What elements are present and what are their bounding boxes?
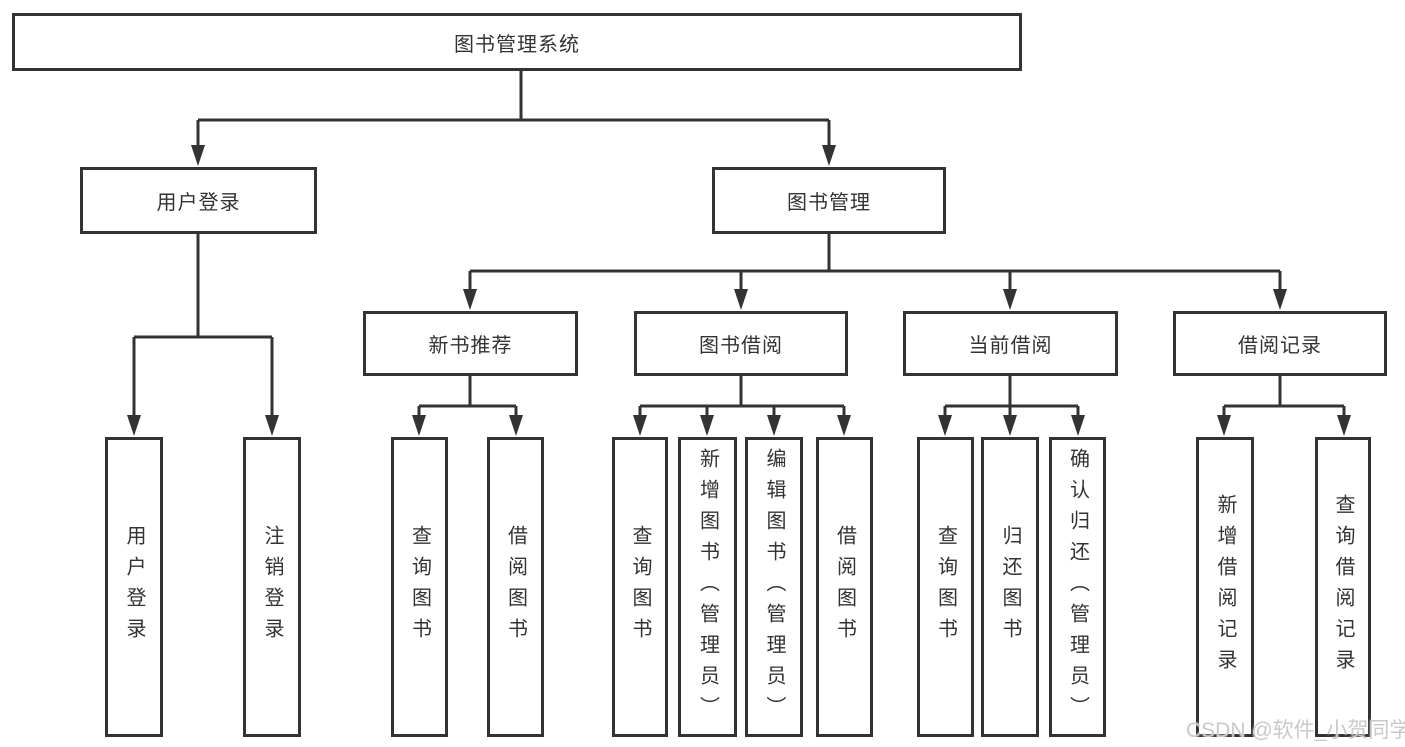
arrowheads xyxy=(127,145,1351,436)
leaf-logout: 注销登录 xyxy=(243,437,301,737)
node-book-borrow: 图书借阅 xyxy=(634,311,848,376)
csdn-watermark: CSDN @软件_小贺同学 xyxy=(1186,719,1405,742)
leaf-user-login: 用户登录 xyxy=(105,437,163,737)
node-new-book-recommend: 新书推荐 xyxy=(363,311,578,376)
leaf-add-borrow-record: 新增借阅记录 xyxy=(1196,437,1254,737)
leaf-edit-book-admin: 编辑图书（管理员） xyxy=(745,437,803,737)
leaf-confirm-return-admin: 确认归还（管理员） xyxy=(1049,437,1106,737)
leaf-query-book-current: 查询图书 xyxy=(917,437,974,737)
node-borrow-records: 借阅记录 xyxy=(1173,311,1387,376)
leaf-query-borrow-record: 查询借阅记录 xyxy=(1315,437,1371,737)
node-user-login: 用户登录 xyxy=(80,167,317,234)
leaf-borrow-book: 借阅图书 xyxy=(816,437,873,737)
leaf-borrow-book-recommend: 借阅图书 xyxy=(487,437,544,737)
leaf-return-book: 归还图书 xyxy=(981,437,1039,737)
leaf-query-book-recommend: 查询图书 xyxy=(391,437,448,737)
leaf-add-book-admin: 新增图书（管理员） xyxy=(678,437,737,737)
node-current-borrow: 当前借阅 xyxy=(903,311,1118,376)
node-root: 图书管理系统 xyxy=(12,13,1022,71)
leaf-query-book-borrow: 查询图书 xyxy=(612,437,668,737)
node-book-management: 图书管理 xyxy=(712,167,946,234)
